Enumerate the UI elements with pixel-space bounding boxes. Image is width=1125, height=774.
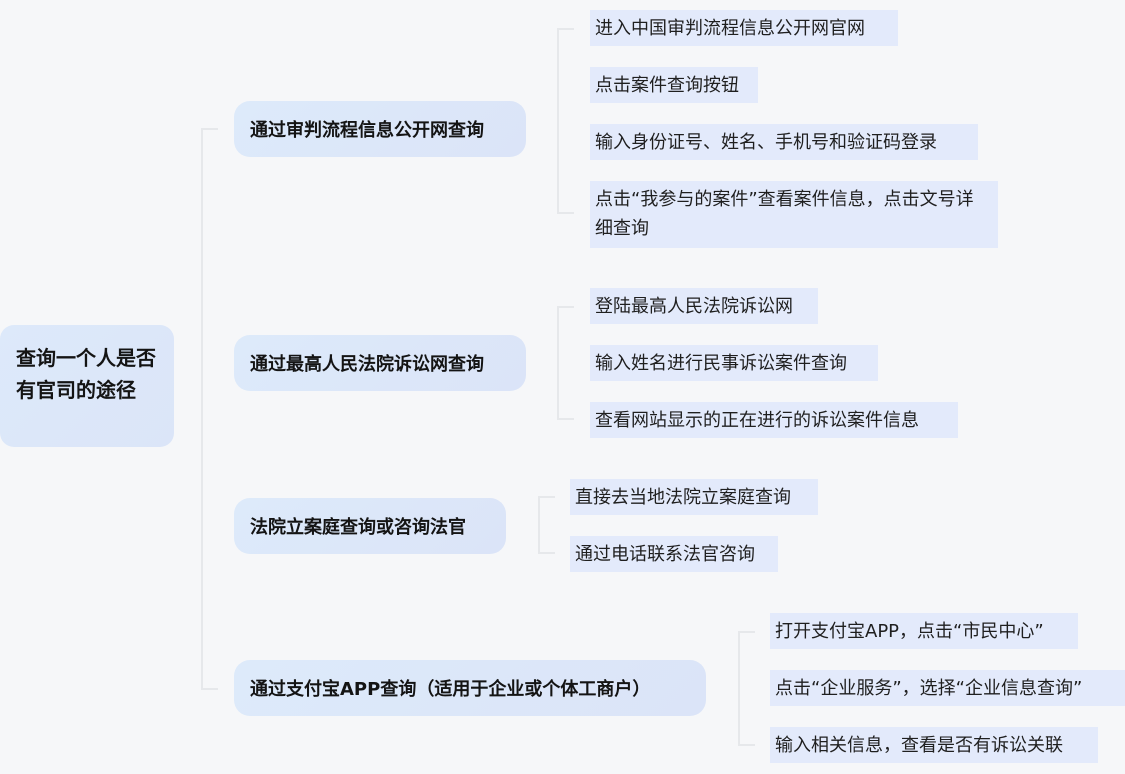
branch-2-connector-trunk [557,306,559,420]
branch-3-connector-trunk [538,496,540,554]
leaf-node[interactable]: 直接去当地法院立案庭查询 [570,479,818,515]
branch-label: 通过支付宝APP查询（适用于企业或个体工商户） [250,679,651,700]
leaf-label: 通过电话联系法官咨询 [575,543,755,565]
leaf-node[interactable]: 点击“我参与的案件”查看案件信息，点击文号详细查询 [590,181,998,248]
leaf-label: 输入身份证号、姓名、手机号和验证码登录 [595,131,937,153]
leaf-node[interactable]: 点击“企业服务”，选择“企业信息查询” [770,670,1125,706]
root-topic-label: 查询一个人是否有官司的途径 [16,346,156,402]
branch-1-connector-bottom-tick [557,212,574,214]
branch-node-supreme-court-litigation-website[interactable]: 通过最高人民法院诉讼网查询 [234,335,526,391]
leaf-label: 点击“我参与的案件”查看案件信息，点击文号详细查询 [595,189,974,239]
branch-label: 法院立案庭查询或咨询法官 [250,517,466,538]
leaf-node[interactable]: 输入姓名进行民事诉讼案件查询 [590,345,878,381]
leaf-label: 直接去当地法院立案庭查询 [575,486,791,508]
root-connector-top-tick [201,128,218,130]
leaf-label: 查看网站显示的正在进行的诉讼案件信息 [595,409,919,431]
leaf-label: 登陆最高人民法院诉讼网 [595,295,793,317]
branch-1-connector-trunk [557,28,559,214]
leaf-label: 打开支付宝APP，点击“市民中心” [775,620,1044,642]
leaf-label: 输入相关信息，查看是否有诉讼关联 [775,734,1063,756]
leaf-node[interactable]: 查看网站显示的正在进行的诉讼案件信息 [590,402,958,438]
root-connector-trunk [201,128,203,690]
branch-3-connector-bottom-tick [538,552,555,554]
root-topic-node[interactable]: 查询一个人是否有官司的途径 [0,325,174,447]
leaf-label: 进入中国审判流程信息公开网官网 [595,17,865,39]
branch-label: 通过审判流程信息公开网查询 [250,120,484,141]
branch-node-court-filing-office[interactable]: 法院立案庭查询或咨询法官 [234,498,506,554]
branch-4-connector-bottom-tick [738,744,755,746]
leaf-node[interactable]: 进入中国审判流程信息公开网官网 [590,10,898,46]
branch-3-connector-top-tick [538,496,555,498]
branch-4-connector-trunk [738,631,740,746]
leaf-label: 点击案件查询按钮 [595,74,739,96]
leaf-node[interactable]: 输入身份证号、姓名、手机号和验证码登录 [590,124,978,160]
branch-node-trial-process-website[interactable]: 通过审判流程信息公开网查询 [234,101,526,157]
leaf-label: 点击“企业服务”，选择“企业信息查询” [775,677,1083,699]
branch-2-connector-bottom-tick [557,418,574,420]
leaf-label: 输入姓名进行民事诉讼案件查询 [595,352,847,374]
leaf-node[interactable]: 点击案件查询按钮 [590,67,758,103]
branch-node-alipay-app[interactable]: 通过支付宝APP查询（适用于企业或个体工商户） [234,660,706,716]
branch-label: 通过最高人民法院诉讼网查询 [250,354,484,375]
leaf-node[interactable]: 打开支付宝APP，点击“市民中心” [770,613,1078,649]
leaf-node[interactable]: 登陆最高人民法院诉讼网 [590,288,818,324]
branch-2-connector-top-tick [557,306,574,308]
leaf-node[interactable]: 输入相关信息，查看是否有诉讼关联 [770,727,1098,763]
branch-4-connector-top-tick [738,631,755,633]
leaf-node[interactable]: 通过电话联系法官咨询 [570,536,778,572]
root-connector-bottom-tick [201,688,218,690]
branch-1-connector-top-tick [557,28,574,30]
